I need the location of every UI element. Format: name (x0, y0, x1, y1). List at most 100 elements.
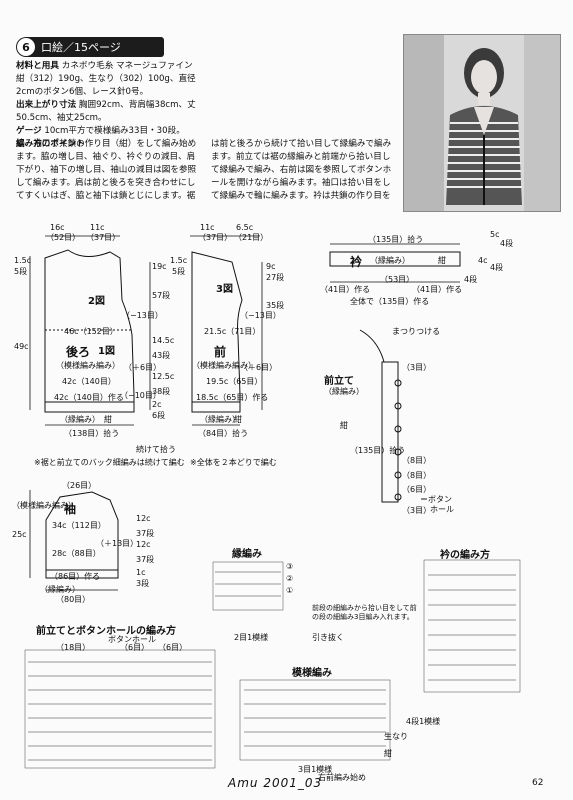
front-title: 前 (214, 345, 227, 359)
collar-total: 全体で（135目）作る (350, 297, 430, 306)
pattern-chart-title: 模様編み (292, 668, 332, 679)
front-fig: 3図 (216, 284, 233, 295)
sleeve-band: （縁編み） (40, 585, 80, 594)
back-fig: 2図 (88, 296, 105, 307)
note-2: ※全体を２本どりで編む (190, 458, 277, 467)
front-shoulder-st: （21目） (234, 233, 269, 242)
sleeve-title: 袖 (64, 502, 77, 516)
back-neck: 11c (90, 223, 105, 232)
collar-w: （135目）拾う (368, 235, 424, 244)
placket-rows: （135目）拾う (350, 446, 406, 455)
back-depth-top: 1.5c (14, 256, 32, 265)
collar-r3: 4c (478, 256, 488, 265)
back-outline (44, 249, 135, 413)
placket-buttonhole: ホール (430, 505, 454, 514)
size-text: 胸囲92cm、背肩幅38cm、丈50.5cm、袖丈25cm。 (16, 100, 196, 123)
placket-r2: （8目） (402, 456, 432, 465)
size-label: 出来上がり寸法 (16, 100, 77, 110)
back-w2: 42c（140目） (62, 377, 116, 386)
placket-r1: （3目） (402, 363, 432, 372)
section-title: 口絵／15ページ (41, 41, 121, 54)
edge-legend2: 引き抜く (312, 633, 344, 642)
back-side2: 12.5c (152, 372, 175, 381)
back-shoulder-st: （52目） (46, 233, 81, 242)
front-w1: 21.5c（71目） (204, 327, 261, 336)
front-shoulder: 6.5c (236, 223, 254, 232)
placket-label: まつりつける (392, 327, 441, 336)
back-kon: 紺 (104, 415, 112, 424)
placket-outline (381, 361, 399, 503)
front-pattern: （模様編み編み） (192, 361, 256, 370)
back-neck-st: （37目） (86, 233, 121, 242)
sleeve-w1: 34c（112目） (52, 521, 106, 530)
placket-kon: 紺 (340, 421, 348, 430)
section-header: 6 口絵／15ページ (16, 37, 164, 57)
sleeve-w2: 28c（88目） (52, 549, 101, 558)
placket-button: ＝ボタン (420, 495, 452, 504)
front-band: （縁編み） (200, 415, 240, 424)
sleeve-r5: 1c (136, 568, 146, 577)
edge-repeat: 2目1模様 (234, 633, 269, 642)
front-neck-rows: 27段 (266, 273, 285, 282)
collar-s3: （41目）作る (412, 285, 463, 294)
pattern-chart-repeat: 3目1模様 (298, 765, 333, 774)
back-side2-rows: 38段 (152, 387, 171, 396)
sleeve-r6: 3段 (136, 579, 150, 588)
sleeve-outline (45, 491, 119, 579)
edge-chart-title: 縁編み (232, 549, 262, 560)
front-neck: 11c (200, 223, 215, 232)
sleeve-length: 25c (12, 530, 27, 539)
back-band-h: 2c (152, 400, 162, 409)
placket-r5: （3目） (402, 506, 432, 515)
chart-placket (24, 649, 216, 769)
magazine-footer: Amu 2001_03 (228, 776, 323, 790)
chart-edge (212, 561, 284, 611)
collar-s1: （41目）作る (320, 285, 371, 294)
pattern-chart-kinari: 生なり (384, 732, 408, 741)
sleeve-r3: 12c (136, 540, 151, 549)
front-w3: 18.5c（65目）作る (196, 393, 269, 402)
gauge-label: ゲージ (16, 126, 42, 136)
back-band-rows: 6段 (152, 411, 166, 420)
placket-title: 前立て (324, 376, 354, 387)
page-number: 62 (532, 778, 544, 788)
back-title: 後ろ (66, 345, 91, 359)
front-depth: 1.5c (170, 256, 188, 265)
sleeve-top: （26目） (62, 481, 97, 490)
collar-kon: 紺 (438, 256, 446, 265)
materials-label: 材料と用具 (16, 61, 59, 71)
sleeve-r1: 12c (136, 514, 151, 523)
placket-chart-s3: （6目） (158, 643, 188, 652)
back-dec2: （−10目） (120, 391, 161, 400)
placket-chart-title: 前立てとボタンホールの編み方 (36, 626, 176, 637)
front-neck-st: （37目） (198, 233, 233, 242)
front-outline (191, 251, 243, 413)
back-w3: 42c（140目）作る (54, 393, 124, 402)
points-text: 裾、袖口で共鎖の作り目（紺）をして編み始めます。脇の増し目、袖ぐり、衿ぐりの減目… (16, 139, 392, 201)
placket-chart-s2: （6目） (120, 643, 150, 652)
points-label: 編み方のポイント (16, 139, 85, 149)
chart-pattern (239, 679, 391, 761)
back-armhole-rows: 57段 (152, 291, 171, 300)
placket-r3: （8目） (402, 471, 432, 480)
collar-r2: 4段 (500, 239, 514, 248)
back-pattern: （模様編み編み） (56, 361, 120, 370)
sleeve-pattern: （模様編み編み） (12, 501, 76, 510)
back-depth-top2: 5段 (14, 267, 28, 276)
back-side1: 14.5c (152, 336, 175, 345)
edge-c3: ① (286, 586, 294, 595)
back-band: （縁編み） (60, 415, 100, 424)
back-w1: 46c（152目） (64, 327, 118, 336)
gauge-text: 10cm平方で模様編み33目・30段。 (44, 126, 185, 136)
edge-c2: ② (286, 574, 294, 583)
back-side1-rows: 43段 (152, 351, 171, 360)
placket-r4: （6目） (402, 485, 432, 494)
collar-r5: 4段 (464, 275, 478, 284)
back-band-st: （138目）拾う (64, 429, 120, 438)
collar-s2: （53目） (380, 275, 415, 284)
chart-collar (423, 559, 521, 693)
front-kon: 紺 (234, 415, 242, 424)
back-length: 49c (14, 342, 29, 351)
